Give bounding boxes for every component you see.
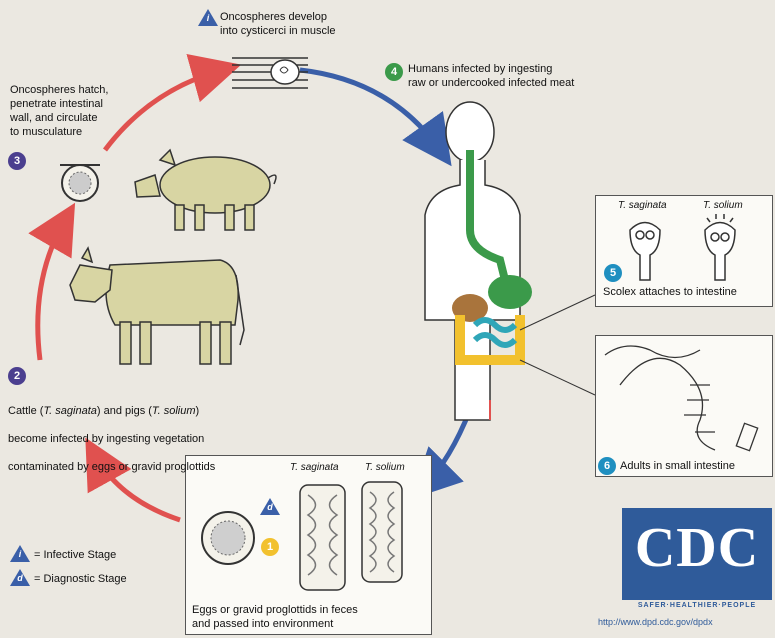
cdc-logo-letters: CDC [622,516,772,580]
step5-badge: 5 [604,264,622,282]
cdc-url-link[interactable]: http://www.dpd.cdc.gov/dpdx [598,617,713,627]
step1-label: Oncospheres develop into cysticerci in m… [220,10,336,38]
cdc-logo: CDC [622,508,772,600]
step5-label: Scolex attaches to intestine [603,285,737,299]
egg-overlay [202,512,254,564]
proglottid-species-saginata: T. saginata [290,462,339,473]
step4-badge: 4 [385,63,403,81]
proglottid-species-solium: T. solium [365,462,405,473]
legend-infective-label: = Infective Stage [34,548,116,562]
scolex-drawings-overlay [630,214,735,280]
adult-worm-overlay [605,346,758,451]
legend-diagnostic-icon: d [10,569,30,586]
eggs-label: Eggs or gravid proglottids in feces and … [192,603,358,631]
legend-infective-icon: i [10,545,30,562]
diagnostic-stage-icon-eggs: d [260,498,280,515]
cdc-tagline: SAFER·HEALTHIER·PEOPLE [622,602,772,609]
step2-badge: 2 [8,367,26,385]
step3-badge: 3 [8,152,26,170]
infective-stage-icon-step1: i [198,9,218,26]
step6-label: Adults in small intestine [620,459,735,473]
scolex-species-solium: T. solium [703,200,743,211]
step2-label: Cattle (T. saginata) and pigs (T. solium… [8,390,215,474]
step4-label: Humans infected by ingesting raw or unde… [408,62,574,90]
step6-badge: 6 [598,457,616,475]
step3-label: Oncospheres hatch, penetrate intestinal … [10,83,108,139]
legend-diagnostic-label: = Diagnostic Stage [34,572,127,586]
scolex-species-saginata: T. saginata [618,200,667,211]
proglottid-overlay [300,482,402,590]
step1-badge: 1 [261,538,279,556]
